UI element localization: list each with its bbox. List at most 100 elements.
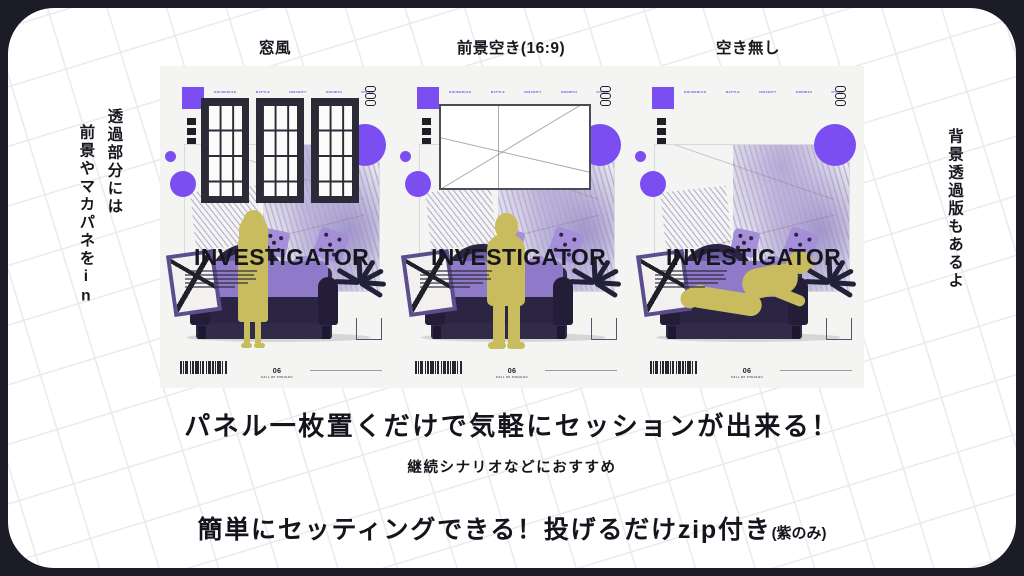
three-dots-icon [422, 118, 431, 148]
figure-leg [255, 318, 261, 346]
nav-item-growth[interactable]: GROWTH [560, 90, 578, 94]
figure-head [790, 252, 811, 274]
chain-links-icon [600, 86, 611, 107]
headline-secondary-main: 簡単にセッティングできる！投げるだけzip付き [197, 516, 772, 544]
accent-circle-small [400, 151, 411, 162]
nav-item-other[interactable]: OTHER [361, 90, 374, 94]
chain-links-icon [365, 86, 376, 107]
issue-subtitle: CALL OF CTHULHU [731, 376, 763, 379]
sofa-leg-right [557, 326, 565, 339]
issue-subtitle: CALL OF CTHULHU [261, 376, 293, 379]
nav-item-insanity[interactable]: INSANITY [524, 90, 542, 94]
figure-leg [508, 302, 520, 346]
nav-item-other[interactable]: OTHER [831, 90, 844, 94]
figure-body [238, 230, 268, 322]
plant-pot [826, 318, 852, 340]
figure-head [243, 210, 264, 234]
nav-item-growth[interactable]: GROWTH [795, 90, 813, 94]
left-vertical-text-line1: 透過部分には [105, 108, 123, 216]
nav-item-houserule[interactable]: HOUSERULE [684, 90, 707, 94]
sofa-leg-right [322, 326, 330, 339]
headline-secondary-note: (紫のみ) [771, 525, 827, 542]
poster-strip: HOUSERULE BATTLE INSANITY GROWTH OTHER [160, 66, 864, 388]
nav-item-houserule[interactable]: HOUSERULE [214, 90, 237, 94]
figure-torso [487, 234, 525, 306]
square-logo-icon [182, 87, 204, 109]
three-dots-icon [187, 118, 196, 148]
sofa-arm-right [318, 277, 338, 325]
window-glass [261, 103, 299, 198]
right-vertical-text: 背景透過版もあるよ [946, 128, 963, 290]
poster-variant-no-foreground[interactable]: HOUSERULE BATTLE INSANITY GROWTH OTHER [630, 66, 864, 388]
sofa-leg-left [433, 326, 441, 339]
headline-secondary: 簡単にセッティングできる！投げるだけzip付き(紫のみ) [8, 510, 1016, 546]
plant-pot [356, 318, 382, 340]
issue-block: 06 CALL OF CTHULHU [160, 366, 394, 379]
white-canvas: 窓風 前景空き(16:9) 空き無し 透過部分には 前景やマカパネをin 背景透… [8, 8, 1016, 568]
figure-foot [254, 343, 265, 348]
top-caption-row: 窓風 前景空き(16:9) 空き無し [8, 36, 1016, 62]
nav-item-houserule[interactable]: HOUSERULE [449, 90, 472, 94]
window-frame-1 [201, 98, 249, 203]
nav-item-battle[interactable]: BATTLE [490, 90, 505, 94]
footer-rule [310, 370, 382, 371]
accent-circle-large [814, 124, 856, 166]
poster-blurb [655, 270, 727, 290]
issue-block: 06 CALL OF CTHULHU [395, 366, 629, 379]
chain-links-icon [835, 86, 846, 107]
headline-primary: パネル一枚置くだけで気軽にセッションが出来る！ [184, 411, 840, 441]
sofa-leg-right [792, 326, 800, 339]
figure-foot [507, 342, 525, 349]
sofa-leg-left [668, 326, 676, 339]
plant-pot [591, 318, 617, 340]
figure-foot [488, 342, 506, 349]
caption-empty-16-9: 前景空き(16:9) [456, 40, 566, 57]
poster-nav[interactable]: HOUSERULE BATTLE INSANITY GROWTH OTHER [684, 90, 844, 94]
nav-item-battle[interactable]: BATTLE [255, 90, 270, 94]
issue-number: 06 [507, 366, 517, 375]
accent-circle-medium [640, 171, 666, 197]
figure-leg [493, 302, 505, 346]
barcode [180, 361, 232, 374]
nav-item-other[interactable]: OTHER [596, 90, 609, 94]
subline: 継続シナリオなどにおすすめ [407, 460, 617, 476]
issue-subtitle: CALL OF CTHULHU [496, 376, 528, 379]
poster-title: INVESTIGATOR [431, 244, 607, 270]
poster-variant-empty-16-9[interactable]: HOUSERULE BATTLE INSANITY GROWTH OTHER [395, 66, 629, 388]
footer-rule [780, 370, 852, 371]
sofa-arm-right [553, 277, 573, 325]
poster-blurb [185, 270, 257, 290]
nav-item-insanity[interactable]: INSANITY [759, 90, 777, 94]
poster-variant-window[interactable]: HOUSERULE BATTLE INSANITY GROWTH OTHER [160, 66, 394, 388]
figure-leg [244, 318, 250, 346]
issue-number: 06 [742, 366, 752, 375]
caption-window-style: 窓風 [258, 40, 292, 57]
square-logo-icon [417, 87, 439, 109]
poster-title: INVESTIGATOR [666, 244, 842, 270]
accent-circle-small [165, 151, 176, 162]
poster-nav[interactable]: HOUSERULE BATTLE INSANITY GROWTH OTHER [449, 90, 609, 94]
poster-title: INVESTIGATOR [194, 244, 370, 270]
bottom-copy-block: パネル一枚置くだけで気軽にセッションが出来る！ 継続シナリオなどにおすすめ 簡単… [8, 406, 1016, 546]
accent-circle-medium [170, 171, 196, 197]
empty-16-9-frame[interactable] [439, 104, 591, 190]
accent-circle-small [635, 151, 646, 162]
left-vertical-text-line2: 前景やマカパネをin [77, 124, 95, 307]
poster-blurb [420, 270, 492, 290]
poster-nav[interactable]: HOUSERULE BATTLE INSANITY GROWTH OTHER [214, 90, 374, 94]
window-glass [206, 103, 244, 198]
issue-number: 06 [272, 366, 282, 375]
caption-no-empty: 空き無し [715, 40, 781, 57]
accent-circle-medium [405, 171, 431, 197]
figure-foot [241, 343, 252, 348]
square-logo-icon [652, 87, 674, 109]
nav-item-battle[interactable]: BATTLE [725, 90, 740, 94]
figure-head [495, 213, 518, 240]
barcode [650, 361, 702, 374]
nav-item-growth[interactable]: GROWTH [325, 90, 343, 94]
three-dots-icon [657, 118, 666, 148]
footer-rule [545, 370, 617, 371]
nav-item-insanity[interactable]: INSANITY [289, 90, 307, 94]
window-glass [316, 103, 354, 198]
